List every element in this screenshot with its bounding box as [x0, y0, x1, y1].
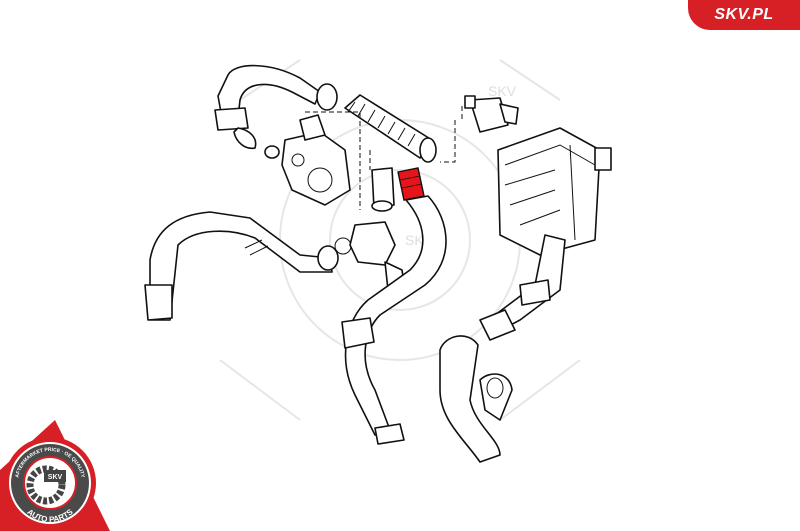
upper-air-pipe — [214, 64, 338, 159]
leader-lines — [305, 106, 463, 210]
connector-sleeve — [371, 167, 395, 212]
skv-auto-parts-badge: SKV AFTERMARKET PRICE · OE QUALITY AUTO … — [0, 420, 110, 531]
throttle-body — [281, 114, 351, 206]
badge-center-text: SKV — [48, 474, 63, 481]
watermark-text: SKV — [488, 83, 517, 99]
corrugated-hose — [344, 94, 437, 163]
skv-pl-banner: SKV.PL — [688, 0, 800, 30]
intercooler — [497, 127, 612, 256]
lower-right-pipe — [439, 234, 566, 463]
middle-intake-hose — [341, 195, 447, 445]
lower-left-pipe — [144, 211, 352, 321]
sensor-valve — [464, 95, 519, 133]
